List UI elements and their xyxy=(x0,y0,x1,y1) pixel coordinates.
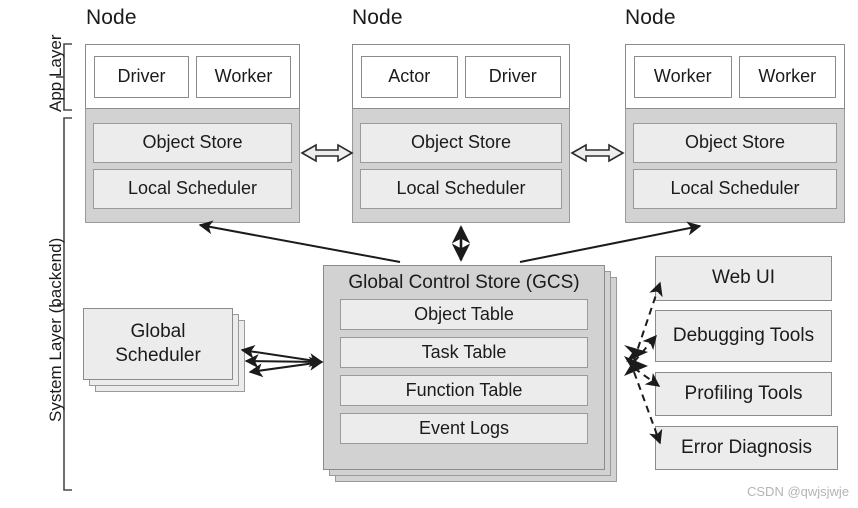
tool-debugging-tools-label: Debugging Tools xyxy=(672,324,815,346)
global-scheduler-label-line2: Scheduler xyxy=(115,345,201,366)
arrow-object-store-1-2 xyxy=(300,143,354,163)
gcs-table-task-table[interactable]: Task Table xyxy=(340,337,588,368)
node-1-app-section: Driver Worker xyxy=(85,44,300,109)
node-1-process-driver[interactable]: Driver xyxy=(94,55,189,98)
global-scheduler-label-line1: Global xyxy=(130,321,186,343)
arrow-global-scheduler-gcs xyxy=(240,344,324,378)
arrow-object-store-2-3 xyxy=(570,143,625,163)
node-3-object-store[interactable]: Object Store xyxy=(633,122,837,163)
node-3-app-section: Worker Worker xyxy=(625,44,845,109)
node-2-local-scheduler[interactable]: Local Scheduler xyxy=(360,168,562,209)
global-control-store[interactable]: Global Control Store (GCS) Object Table … xyxy=(323,265,605,470)
gcs-table-event-logs[interactable]: Event Logs xyxy=(340,413,588,444)
layer-label-app: App Layer xyxy=(46,34,65,113)
node-1-local-scheduler[interactable]: Local Scheduler xyxy=(93,168,292,209)
global-scheduler[interactable]: Global Scheduler xyxy=(83,308,233,380)
node-3-process-worker-1[interactable]: Worker xyxy=(634,55,732,98)
tool-debugging-tools[interactable]: Debugging Tools xyxy=(655,310,832,362)
tool-web-ui[interactable]: Web UI xyxy=(655,256,832,301)
tool-error-diagnosis[interactable]: Error Diagnosis xyxy=(655,426,838,470)
node-2-process-driver[interactable]: Driver xyxy=(464,55,561,98)
node-1-title: Node xyxy=(86,6,137,29)
node-2-process-actor[interactable]: Actor xyxy=(361,55,458,98)
node-2-title: Node xyxy=(352,6,403,29)
node-3-system-section: Object Store Local Scheduler xyxy=(625,109,845,223)
arrow-gcs-right-cluster xyxy=(624,345,648,376)
node-1-system-section: Object Store Local Scheduler xyxy=(85,109,300,223)
node-1-object-store[interactable]: Object Store xyxy=(93,122,292,163)
node-3-title: Node xyxy=(625,6,676,29)
node-2-system-section: Object Store Local Scheduler xyxy=(352,109,570,223)
node-1-process-worker[interactable]: Worker xyxy=(196,55,291,98)
layer-label-system: System Layer (backend) xyxy=(46,237,65,422)
tool-profiling-tools[interactable]: Profiling Tools xyxy=(655,372,832,416)
gcs-title: Global Control Store (GCS) xyxy=(348,272,580,293)
arrow-gcs-node1 xyxy=(198,220,401,263)
gcs-table-function-table[interactable]: Function Table xyxy=(340,375,588,406)
gcs-table-object-table[interactable]: Object Table xyxy=(340,299,588,330)
watermark: CSDN @qwjsjwje xyxy=(747,484,850,499)
node-3-process-worker-2[interactable]: Worker xyxy=(738,55,836,98)
arrow-gcs-tools xyxy=(633,281,663,445)
node-2-object-store[interactable]: Object Store xyxy=(360,122,562,163)
node-3-local-scheduler[interactable]: Local Scheduler xyxy=(633,168,837,209)
node-2-app-section: Actor Driver xyxy=(352,44,570,109)
